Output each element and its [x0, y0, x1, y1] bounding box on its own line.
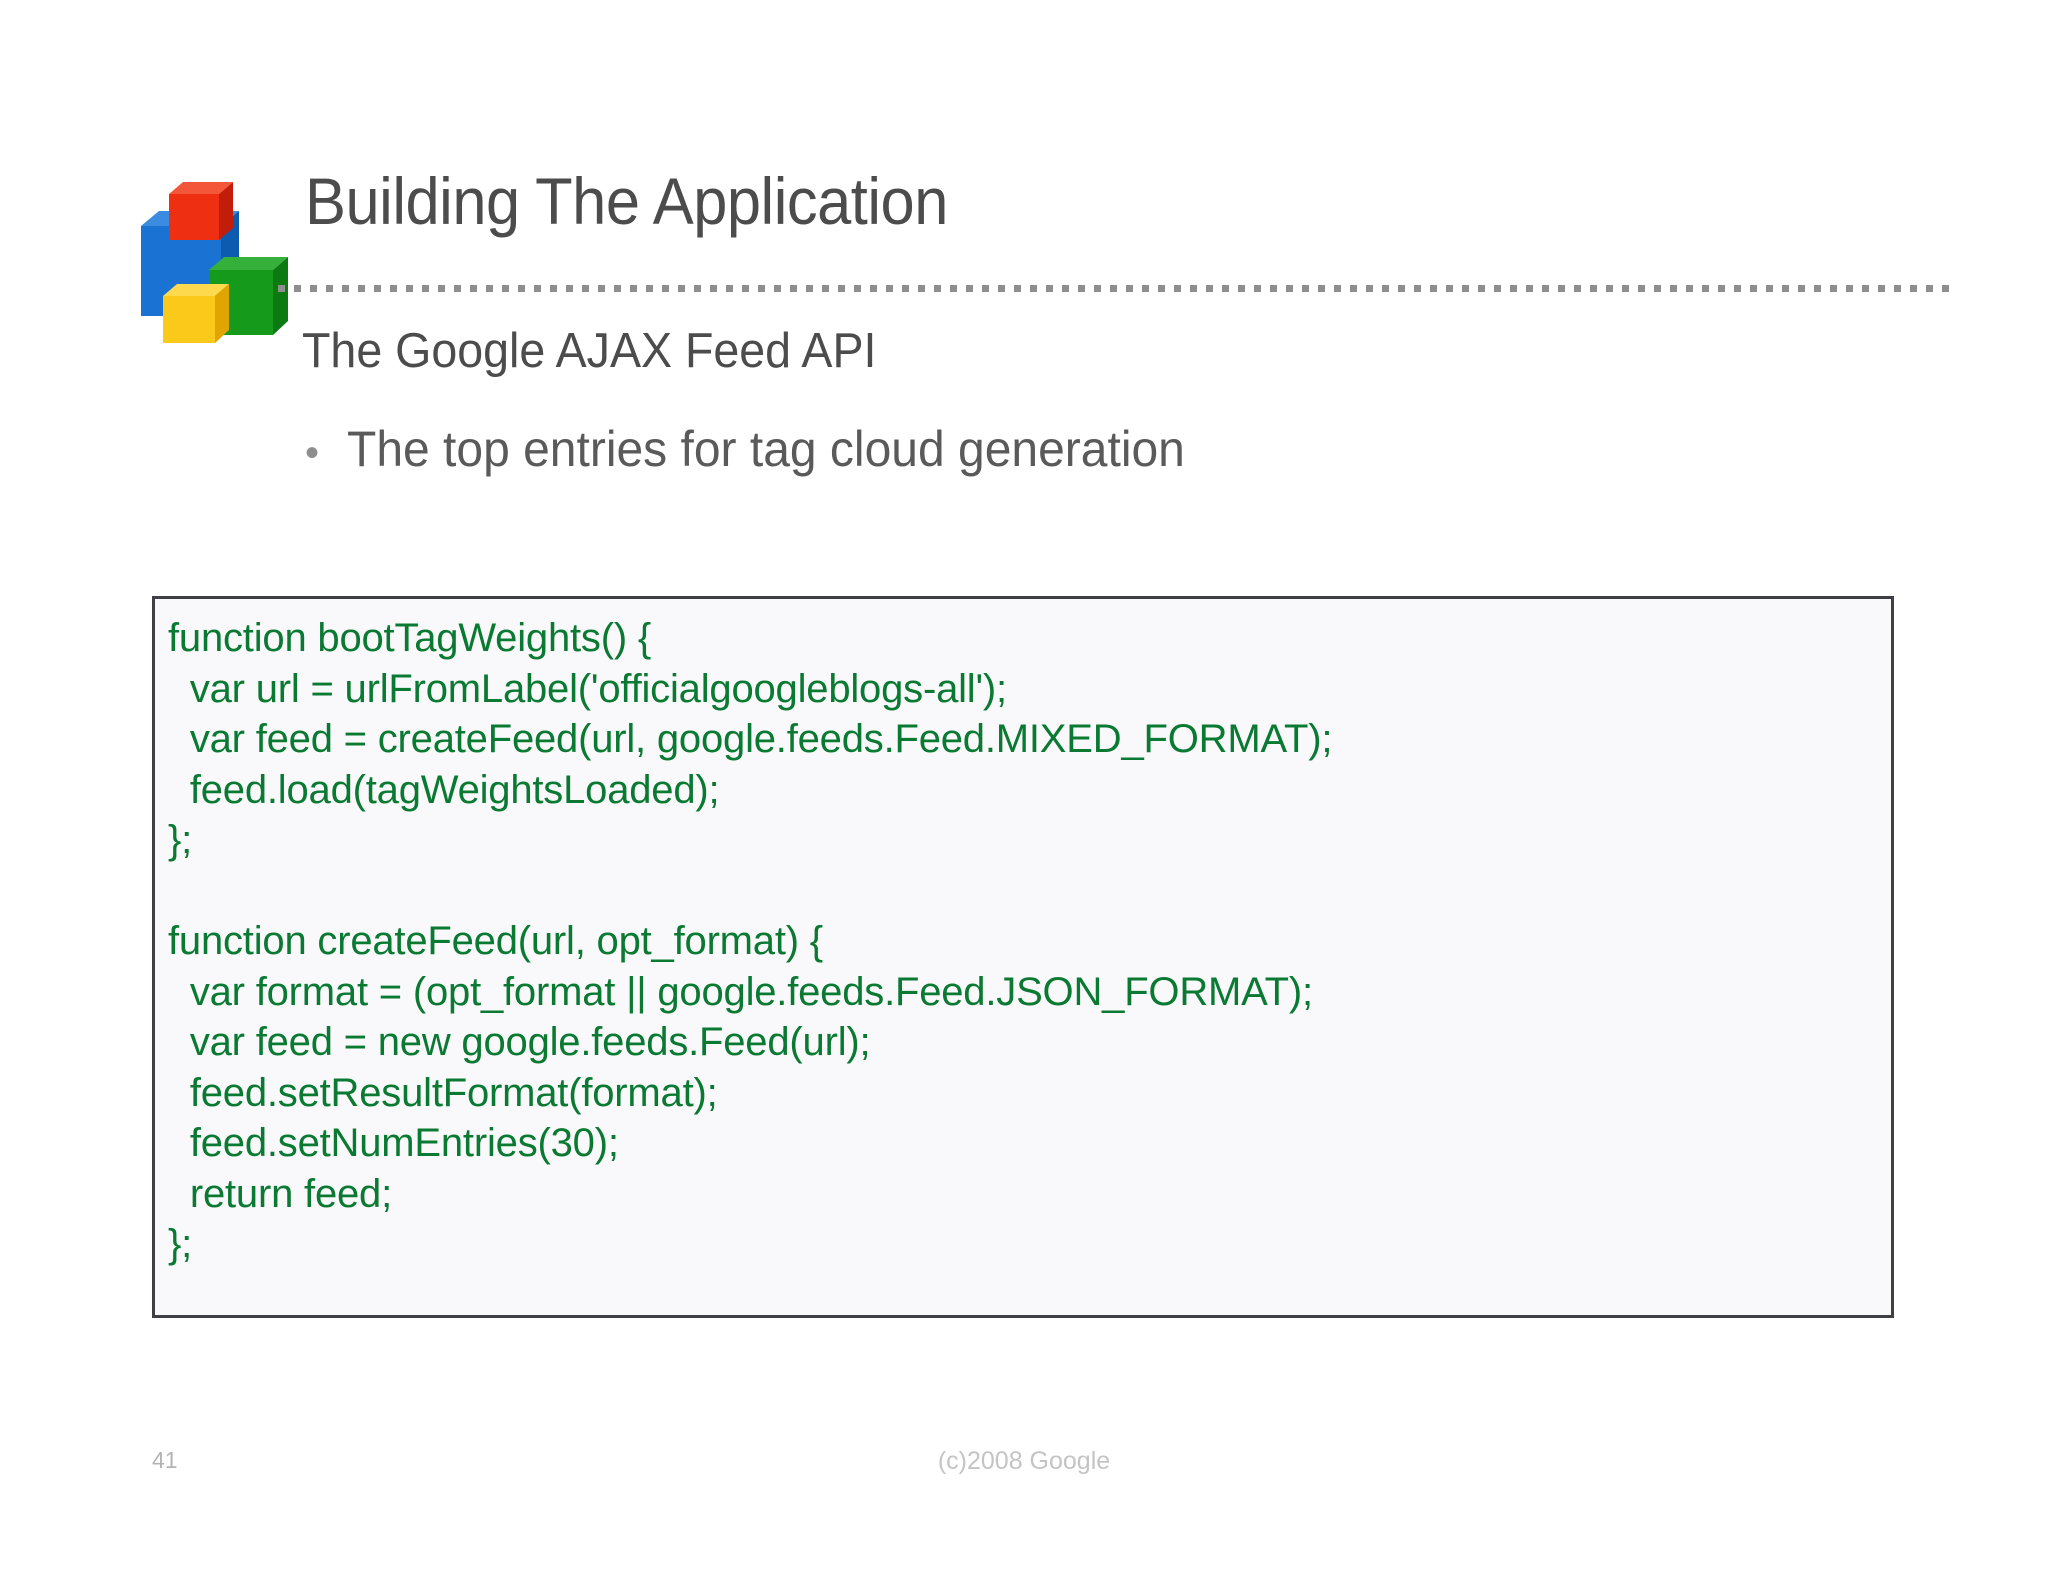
- bullet-list-item: • The top entries for tag cloud generati…: [305, 424, 1220, 474]
- google-code-blocks-logo: [133, 178, 301, 346]
- header-divider: [278, 285, 1956, 292]
- copyright-notice: (c)2008 Google: [937, 1447, 1111, 1475]
- page-title: Building The Application: [305, 164, 948, 238]
- page-number: 41: [152, 1447, 178, 1473]
- red-cube: [169, 182, 233, 240]
- yellow-block: [163, 284, 229, 343]
- bullet-item-label: The top entries for tag cloud generation: [347, 421, 1185, 477]
- code-block: function bootTagWeights() { var url = ur…: [152, 596, 1894, 1318]
- subtitle: The Google AJAX Feed API: [302, 324, 877, 378]
- bullet-marker-icon: •: [305, 431, 320, 475]
- code-source-text: function bootTagWeights() { var url = ur…: [168, 616, 1333, 1266]
